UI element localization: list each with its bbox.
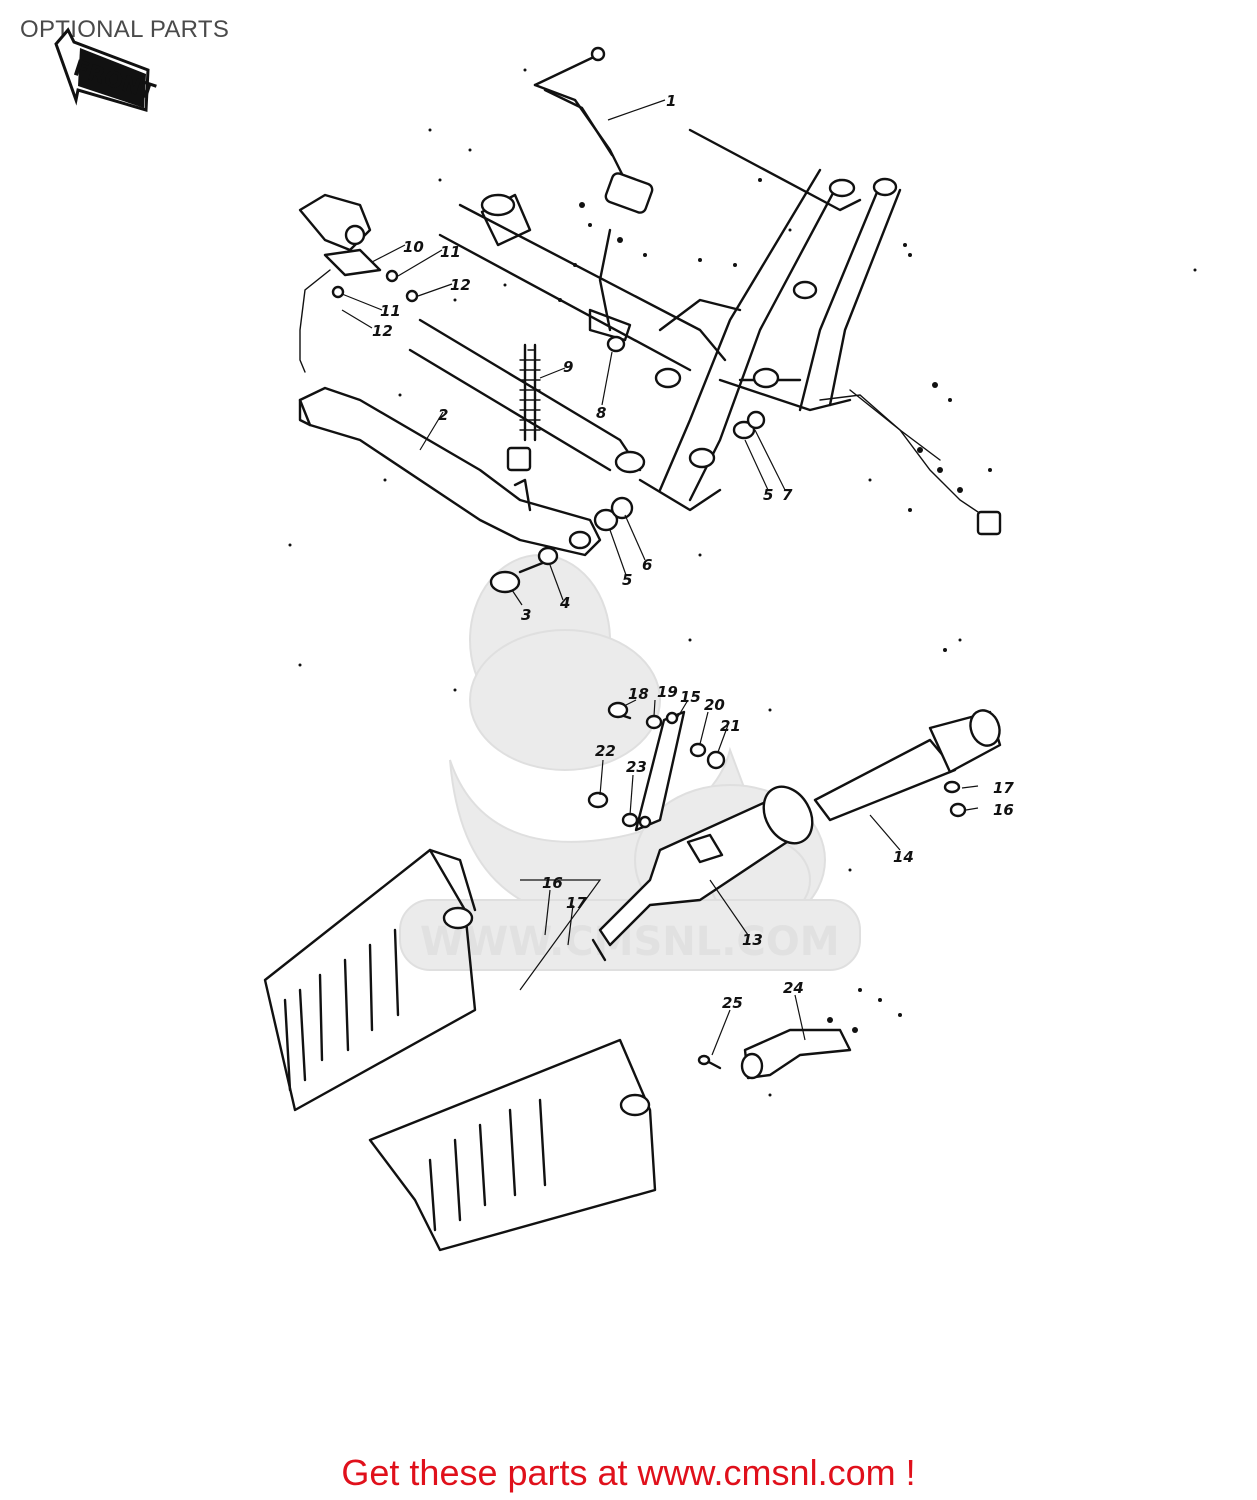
callout-11-a: 11 (440, 243, 461, 261)
parts-8-9-spring (506, 335, 626, 472)
callout-23: 23 (626, 758, 647, 776)
callout-19: 19 (657, 683, 678, 701)
leader-lines (341, 99, 979, 1056)
callout-1: 1 (666, 92, 676, 110)
footer-link[interactable]: Get these parts at www.cmsnl.com ! (341, 1452, 916, 1493)
callout-18: 18 (628, 685, 649, 703)
frame-assembly (408, 128, 941, 512)
parts-13-14-muffler (591, 709, 1002, 962)
cmsnl-watermark: WWW.CMSNL.COM (399, 554, 861, 971)
parts-10-12-switch (298, 193, 419, 373)
part-2-footrest-bar (298, 386, 602, 557)
footer-link-banner[interactable]: Get these parts at www.cmsnl.com ! (0, 1452, 1257, 1494)
callout-9: 9 (563, 358, 573, 376)
heat-shield-lower (368, 1038, 657, 1252)
callout-14: 14 (893, 848, 914, 866)
callout-17-b: 17 (566, 894, 587, 912)
print-speckles (288, 68, 1197, 1097)
callout-8: 8 (596, 404, 606, 422)
cable-assembly (849, 389, 1002, 536)
callout-13: 13 (742, 931, 763, 949)
callout-12-b: 12 (372, 322, 393, 340)
callout-labels: 1 2 3 4 5 5 6 7 8 9 10 11 11 12 12 13 14… (372, 92, 1014, 1012)
callout-16-b: 16 (542, 874, 563, 892)
part-1-lever (533, 46, 654, 342)
callout-12-a: 12 (450, 276, 471, 294)
callout-16-a: 16 (993, 801, 1014, 819)
callout-3: 3 (521, 606, 531, 624)
parts-3-6-fasteners (489, 410, 766, 594)
callout-10: 10 (403, 238, 424, 256)
callout-11-b: 11 (380, 302, 401, 320)
callout-2: 2 (438, 406, 448, 424)
callout-17-a: 17 (993, 779, 1014, 797)
callout-7: 7 (782, 486, 793, 504)
callout-5-b: 5 (763, 486, 773, 504)
parts-15-23-bracket (587, 701, 967, 832)
callout-24: 24 (783, 979, 804, 997)
callout-22: 22 (595, 742, 616, 760)
callout-15: 15 (680, 688, 701, 706)
callout-21: 21 (720, 717, 741, 735)
callout-4: 4 (559, 594, 570, 612)
page-title: OPTIONAL PARTS (20, 16, 230, 43)
parts-24-25-pipe (697, 1028, 852, 1080)
heat-shield-upper (263, 848, 477, 1112)
callout-5-a: 5 (622, 571, 632, 589)
callout-20: 20 (704, 696, 725, 714)
callout-25: 25 (722, 994, 743, 1012)
front-direction-badge: FRONT (54, 27, 158, 112)
callout-6: 6 (642, 556, 652, 574)
